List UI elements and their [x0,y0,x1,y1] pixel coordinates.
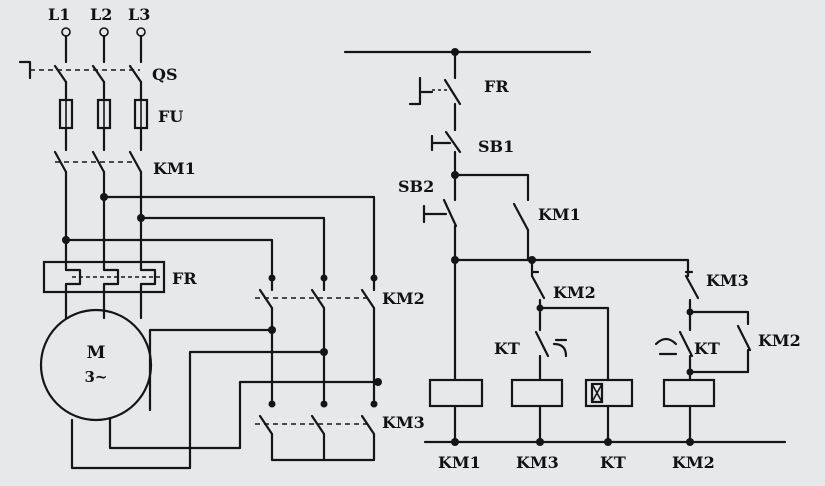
fuses-fu: FU [58,98,183,152]
coil-km3-label: KM3 [516,453,559,472]
main-contactor-label: KM1 [153,159,196,178]
start-button-label: SB2 [398,177,434,196]
main-contactor-km1: KM1 [53,150,196,178]
km1-holding-contact: KM1 [512,202,581,262]
kt-no-label: KT [694,339,720,358]
km2-holding-contact: KM2 [688,324,801,382]
coil-km1: KM1 [428,378,484,472]
stop-button-label: SB1 [478,137,514,156]
coil-kt: KT [584,378,634,472]
contactor-km3-power: KM3 [255,400,425,462]
km2-nc-label: KM2 [553,283,596,302]
phase-label-l3: L3 [128,5,150,24]
coil-km2: KM2 [662,378,716,472]
km3-nc-label: KM3 [706,271,749,290]
kt-timed-no-contact: KT [654,330,720,376]
coil-kt-label: KT [600,453,626,472]
power-circuit: L1 L2 L3 QS FU KM1 [18,5,425,470]
phase-label-l2: L2 [90,5,112,24]
motor-name: M [87,343,106,363]
kt-timed-contact: KT [494,330,568,382]
thermal-relay-fr: FR [42,260,197,294]
contactor-km3-label: KM3 [382,413,425,432]
phase-terminals: L1 L2 L3 [48,5,150,37]
km2-hold-label: KM2 [758,331,801,350]
isolator-label: QS [152,65,178,84]
stop-button-sb1: SB1 [430,130,514,177]
thermal-relay-label: FR [172,269,197,288]
fuses-label: FU [158,107,183,126]
contactor-km2-power: KM2 [255,288,425,384]
motor-type: 3~ [84,368,107,386]
coil-km2-label: KM2 [672,453,715,472]
control-fr-label: FR [484,77,509,96]
km2-nc-interlock: KM2 [530,270,610,382]
start-button-sb2: SB2 [398,173,458,262]
kt-contact-label: KT [494,339,520,358]
control-fr-contact: FR [408,76,509,132]
contactor-km2-label: KM2 [382,289,425,308]
coil-km1-label: KM1 [438,453,481,472]
isolator-switch-qs: QS [18,34,178,102]
motor-m: M 3~ [39,308,153,422]
km3-nc-interlock: KM3 [684,270,750,332]
control-circuit: FR SB1 SB2 KM1 [343,48,801,472]
coil-km3: KM3 [510,378,564,472]
phase-label-l1: L1 [48,5,70,24]
km1-contact-label: KM1 [538,205,581,224]
